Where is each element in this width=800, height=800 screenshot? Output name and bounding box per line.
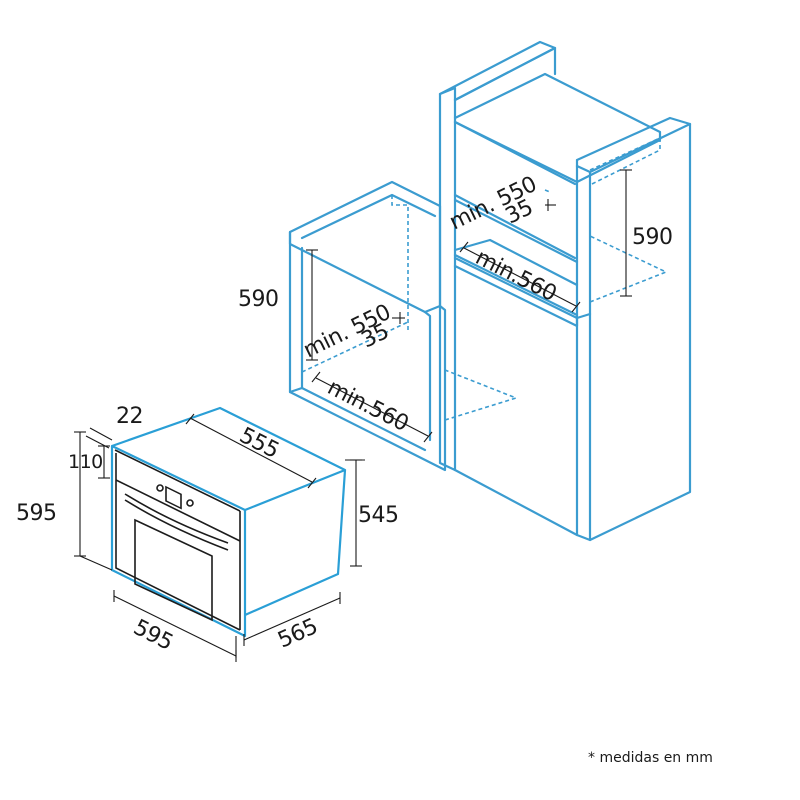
oven-front-width-label: 595 — [129, 615, 176, 656]
oven-front-height-label: 595 — [16, 501, 57, 526]
tall-cabinet-height-label: 590 — [632, 225, 673, 250]
tall-cabinet — [438, 40, 692, 542]
low-cabinet-height-label: 590 — [238, 287, 279, 312]
tall-cabinet-dimensions — [459, 169, 632, 313]
units-footnote: * medidas en mm — [588, 750, 713, 766]
oven-dimensions — [74, 413, 365, 662]
oven-depth-label: 555 — [235, 423, 282, 464]
low-cabinet — [288, 180, 519, 472]
oven-offset-label: 22 — [116, 404, 143, 429]
oven-side-height-label: 545 — [358, 503, 399, 528]
oven-panel-height-label: 110 — [68, 451, 103, 473]
low-cabinet-dimensions — [306, 249, 433, 443]
oven — [110, 406, 347, 638]
oven-side-depth-label: 565 — [274, 614, 321, 653]
